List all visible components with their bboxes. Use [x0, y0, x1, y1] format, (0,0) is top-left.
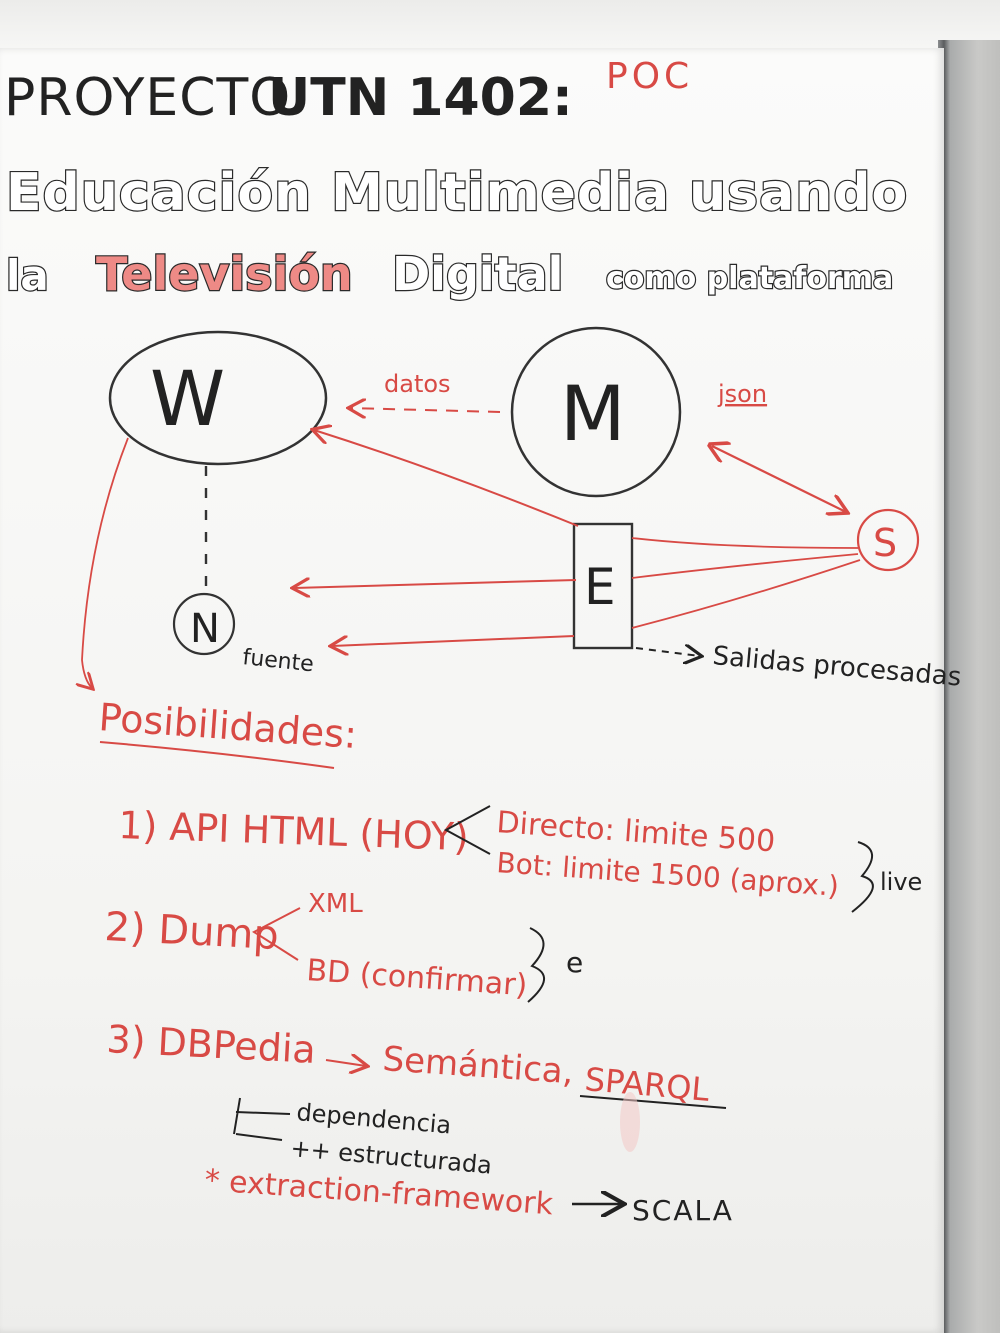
title-word-digital: Digital — [392, 247, 563, 301]
e-to-n-arrow — [294, 580, 577, 588]
node-e-label: E — [584, 558, 616, 616]
json-double-arrow — [712, 446, 846, 512]
node-e-box — [572, 522, 634, 650]
title-word-la: la — [6, 251, 49, 300]
e-label: e — [566, 946, 583, 979]
project-label: PROYECTO — [4, 68, 291, 128]
node-n-circle — [172, 592, 236, 656]
e-brace — [527, 927, 545, 1003]
title-word-television: Televisión — [96, 247, 353, 301]
item-2: 2) Dump — [103, 904, 279, 959]
datos-arrow — [350, 408, 501, 412]
fuente-label: fuente — [241, 645, 315, 677]
item-2-bracket — [252, 907, 301, 961]
wall-frame — [938, 40, 1000, 1333]
e-to-fuente-arrow — [332, 635, 575, 646]
poc-stamp: POC — [606, 56, 693, 97]
live-label: live — [880, 868, 922, 896]
node-n-label: N — [190, 606, 220, 652]
node-m-circle — [510, 326, 682, 498]
node-s-circle — [856, 508, 920, 572]
w-to-notes-curve — [82, 437, 129, 688]
title-word-platform: como plataforma — [606, 261, 893, 296]
item-3: 3) DBPedia — [106, 1017, 317, 1072]
item-1-bot: Bot: limite 1500 (aprox.) — [496, 846, 840, 903]
dependencia-label: dependencia — [295, 1098, 452, 1139]
notes-heading-underline — [99, 741, 335, 769]
item-1: 1) API HTML (HOY) — [118, 803, 470, 859]
whiteboard — [0, 48, 944, 1333]
marker-smudge — [620, 1092, 640, 1152]
scala-label: SCALA — [632, 1194, 734, 1227]
node-w-label: W — [150, 354, 225, 443]
e-to-w-arrow — [314, 430, 579, 527]
salidas-label: Salidas procesadas — [711, 641, 962, 693]
sparql-underline — [579, 1095, 727, 1109]
node-m-label: M — [560, 369, 626, 458]
project-code: UTN 1402: — [268, 68, 573, 128]
datos-label: datos — [384, 370, 451, 398]
s-to-e-line-1 — [631, 537, 859, 549]
node-s-label: S — [873, 521, 897, 565]
item-2-bd: BD (confirmar) — [305, 953, 528, 1003]
notes-heading: Posibilidades: — [97, 695, 358, 757]
json-label: json — [717, 380, 767, 408]
item-3-arrow — [325, 1060, 366, 1066]
live-brace — [851, 841, 874, 913]
item-2-xml: XML — [308, 889, 363, 919]
node-w-circle — [108, 330, 328, 466]
salidas-arrow — [635, 648, 700, 656]
item-3-semantica: Semántica, — [381, 1039, 574, 1092]
dep-bracket — [233, 1097, 291, 1141]
s-to-e-line-2 — [631, 553, 859, 579]
s-to-e-line-3 — [631, 559, 861, 629]
extraction-label: * extraction-framework — [203, 1163, 554, 1222]
item-1-bracket — [443, 805, 491, 855]
title-line-1: Educación Multimedia usando — [6, 163, 908, 223]
